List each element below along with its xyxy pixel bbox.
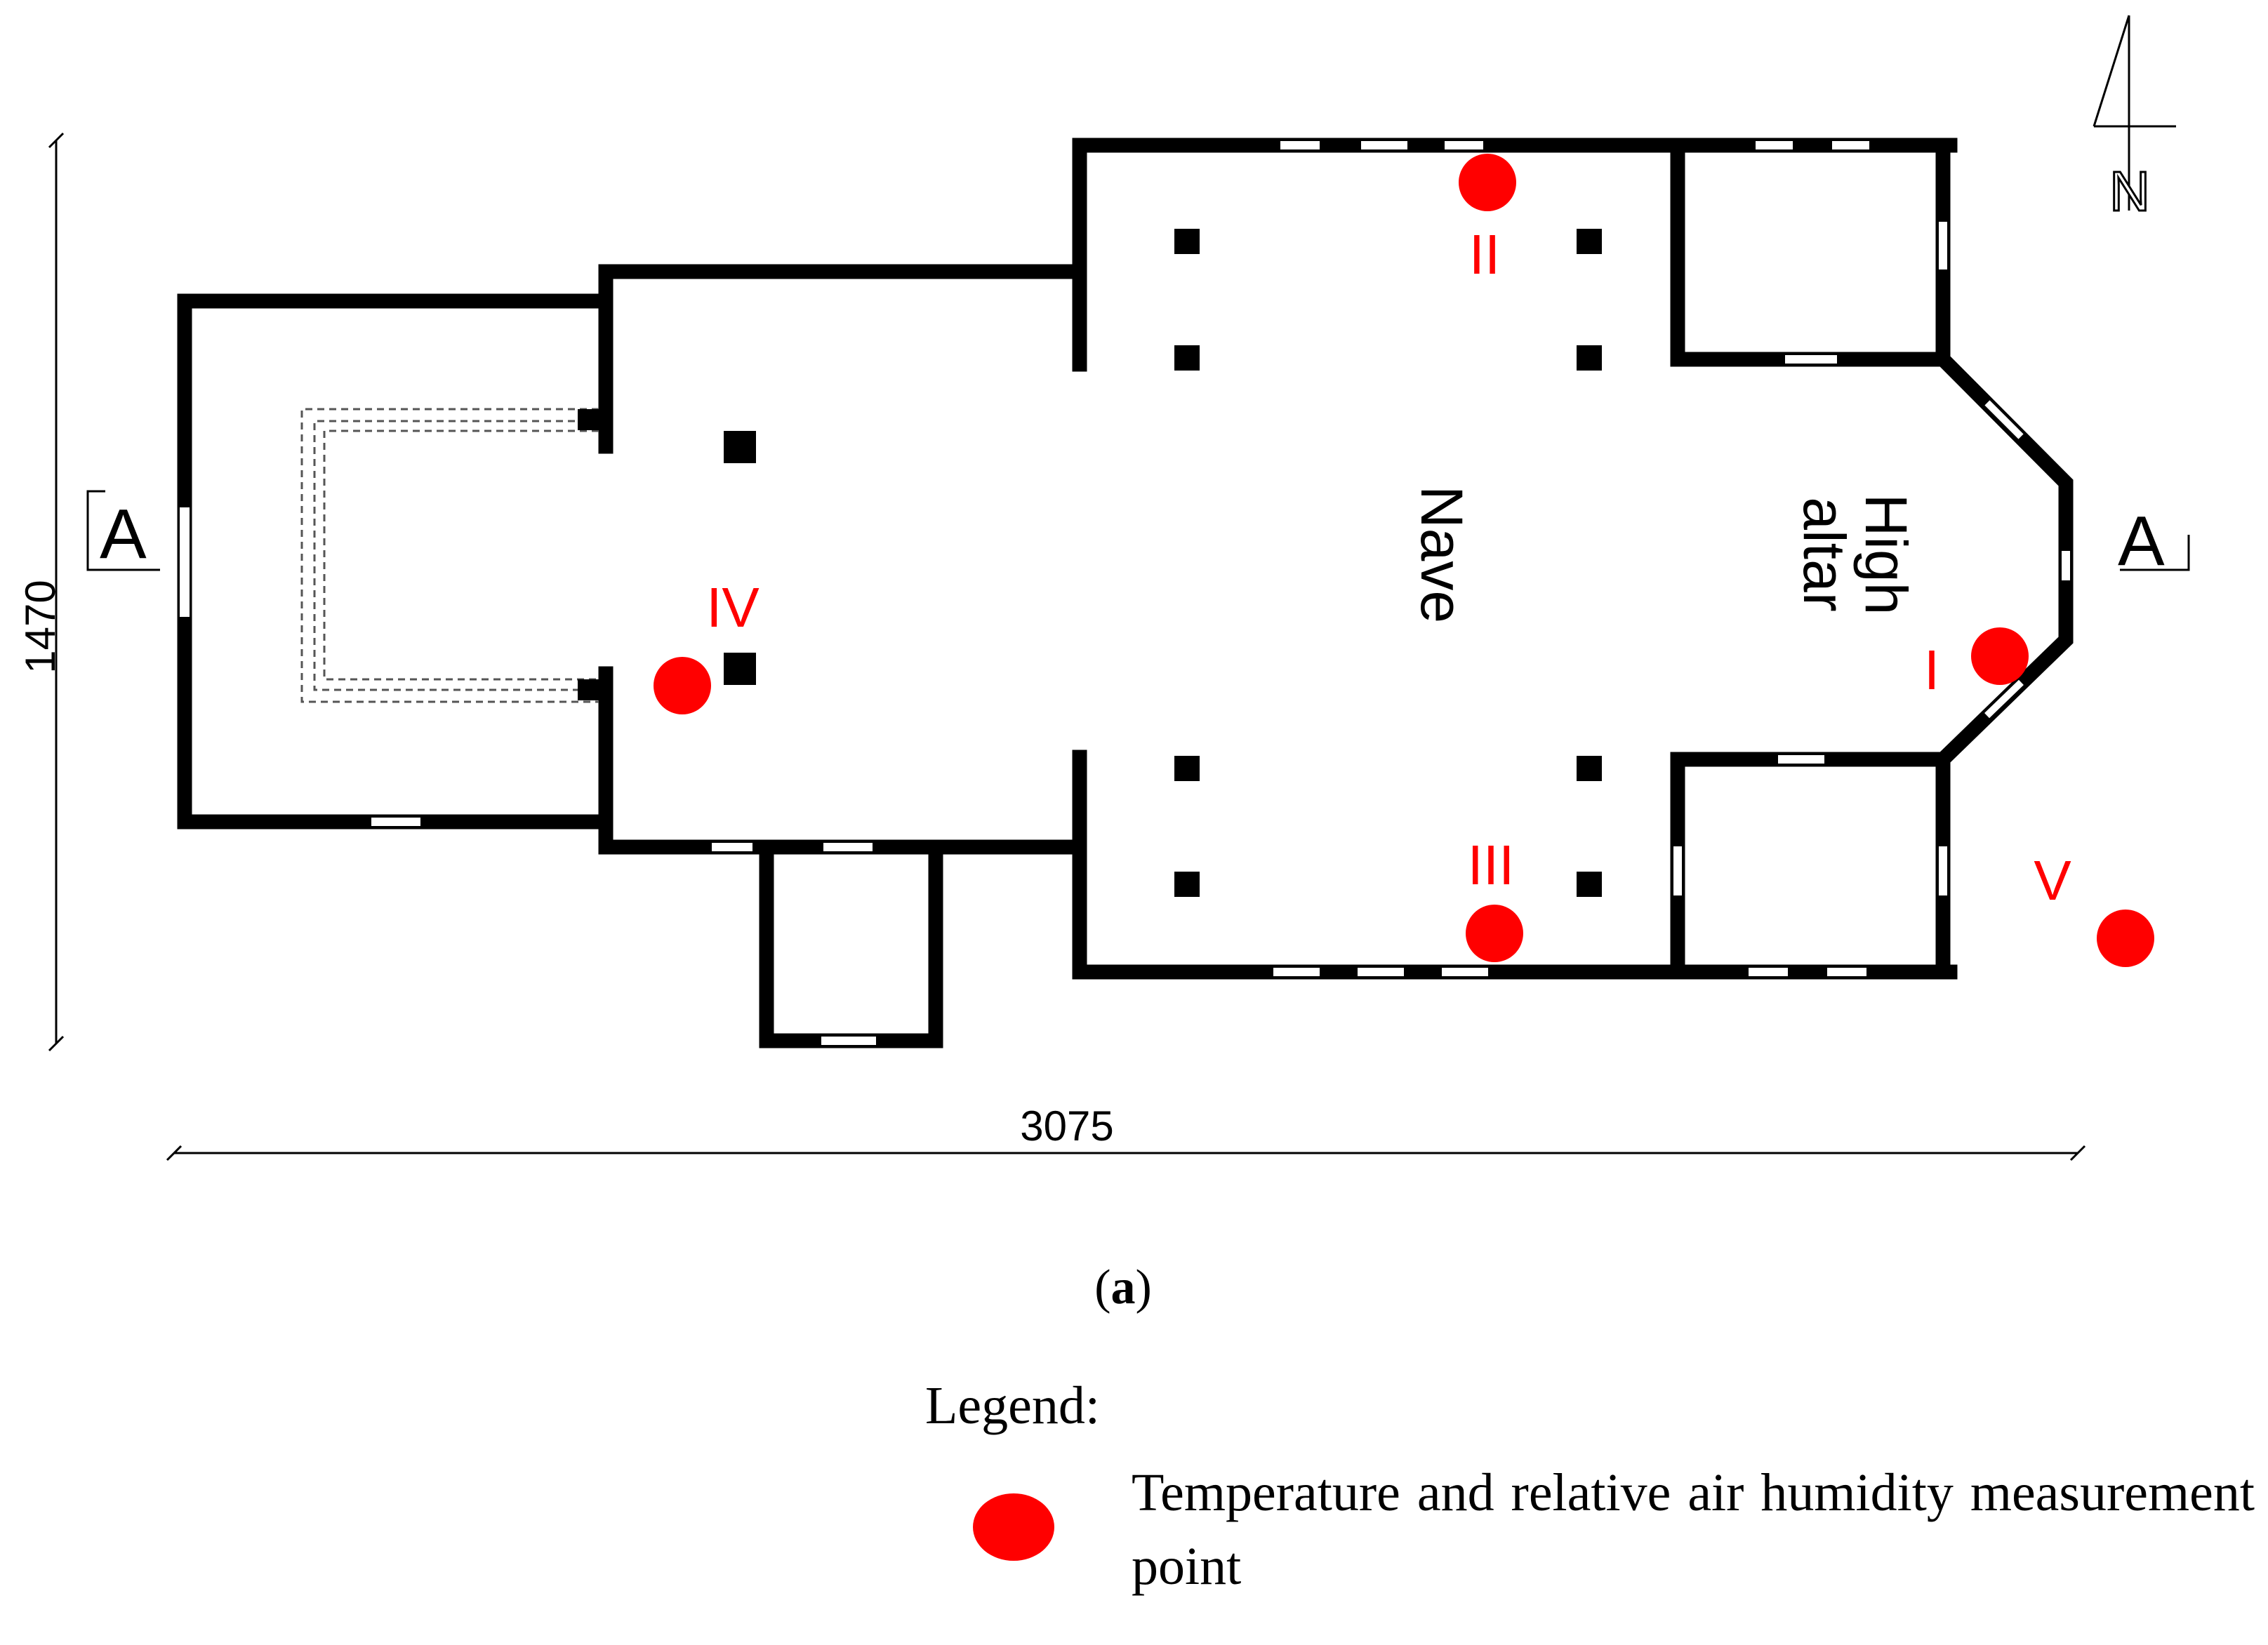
measurement-point-V (2097, 910, 2154, 967)
section-mark-left: A (86, 490, 160, 573)
window (1982, 398, 2026, 441)
window (1831, 140, 1871, 151)
pillar (724, 431, 756, 463)
walls (177, 138, 2074, 1048)
pillar (1577, 229, 1602, 254)
dimension-height-label: 1470 (17, 580, 64, 673)
room-label-nave: Nave (1409, 486, 1475, 623)
window (822, 841, 874, 853)
window (2060, 550, 2071, 582)
section-mark-right: A (2118, 502, 2190, 580)
measurement-point-III (1466, 905, 1523, 962)
window (710, 841, 754, 853)
pillar (1577, 756, 1602, 781)
pillar (1577, 345, 1602, 371)
legend-title: Legend: (925, 1376, 1101, 1435)
window (1754, 140, 1794, 151)
window (1784, 354, 1838, 365)
window (1272, 966, 1321, 978)
section-label-right: A (2118, 502, 2165, 580)
north-arrow-icon: N (2093, 15, 2176, 224)
measurement-label-I: I (1924, 639, 1939, 701)
window (820, 1035, 877, 1046)
measurement-label-V: V (2034, 849, 2071, 912)
window (1360, 140, 1409, 151)
stair-post (578, 409, 599, 430)
window (1279, 140, 1321, 151)
window (1826, 966, 1868, 978)
caption-close: ) (1135, 1260, 1152, 1314)
pillars (724, 229, 1602, 897)
window (1937, 845, 1949, 897)
pillar (1577, 872, 1602, 897)
legend-entry-text: Temperature and relative air humidity me… (1132, 1463, 2255, 1596)
figure-caption: (a) (1053, 1260, 1193, 1316)
measurement-point-II (1459, 154, 1516, 211)
window (1672, 845, 1683, 897)
dimension-height: 1470 (17, 132, 65, 1052)
legend-marker-icon (973, 1493, 1054, 1561)
dimension-width-label: 3075 (1020, 1103, 1113, 1150)
gallery-outline (300, 408, 599, 703)
window (1937, 220, 1949, 271)
window (1777, 754, 1826, 765)
window (1443, 140, 1485, 151)
north-label: N (2109, 160, 2150, 222)
window (1747, 966, 1789, 978)
room-label-altar-line1: High (1853, 494, 1919, 615)
annex-walls (759, 839, 943, 1048)
caption-letter: a (1110, 1260, 1136, 1314)
pillar (1174, 756, 1200, 781)
south-east-room (1670, 752, 1951, 980)
measurement-point-I (1971, 627, 2029, 685)
measurement-points (654, 154, 2154, 967)
measurement-point-IV (654, 657, 711, 714)
window (370, 816, 422, 827)
caption-open: ( (1094, 1260, 1111, 1314)
measurement-label-II: II (1469, 223, 1500, 286)
pillar (724, 653, 756, 685)
measurement-label-III: III (1468, 834, 1515, 896)
window (1982, 677, 2026, 721)
measurement-label-IV: IV (706, 576, 760, 639)
window (1356, 966, 1405, 978)
stair-post (578, 679, 599, 700)
pillar (1174, 872, 1200, 897)
north-east-room (1670, 138, 1951, 367)
window (1440, 966, 1490, 978)
window (178, 506, 191, 618)
pillar (1174, 229, 1200, 254)
room-label-altar: High altar (1791, 494, 1919, 615)
section-label-left: A (100, 495, 147, 573)
windows (178, 140, 2071, 1046)
room-label-altar-line2: altar (1791, 497, 1857, 611)
dimension-width: 3075 (166, 1103, 2086, 1161)
porch-walls (177, 293, 614, 830)
measurement-labels: I II III IV V (706, 223, 2071, 912)
pillar (1174, 345, 1200, 371)
